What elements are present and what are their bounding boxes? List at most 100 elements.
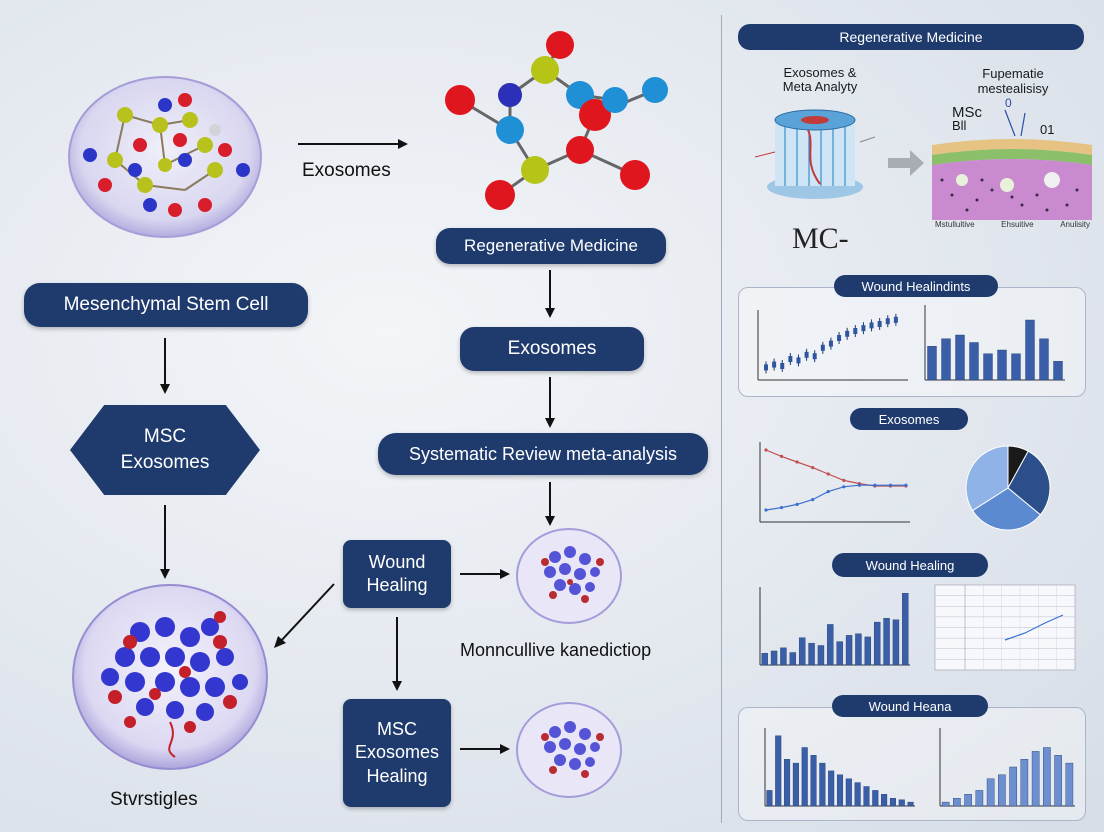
- p1-point: [869, 322, 874, 329]
- p1-bar-chart-bar: [1025, 319, 1035, 381]
- p4-bar-chart-left-bar: [801, 747, 808, 807]
- mesenchymal-stem-cell-node[interactable]: Mesenchymal Stem Cell: [24, 283, 308, 327]
- p4-bar-chart-right-bar: [1065, 762, 1074, 807]
- tissue-illustration: [932, 139, 1092, 220]
- p4-bar-chart-left-bar: [828, 770, 835, 807]
- panel3-charts: [759, 584, 1076, 671]
- molecule-top-middle: [445, 31, 668, 210]
- arrow-down-left-1: [160, 338, 170, 394]
- p1-point: [804, 351, 809, 358]
- arrow-down-middle: [392, 617, 402, 691]
- p1-bar-chart-bar: [1011, 353, 1021, 381]
- p4-bar-chart-left-bar: [907, 801, 914, 807]
- arrow-down-3: [545, 482, 555, 526]
- p4-bar-chart-left-bar: [889, 797, 896, 807]
- p2-series-line: [765, 449, 906, 487]
- p2-point: [857, 483, 861, 487]
- arrow-right-top: [298, 139, 408, 149]
- p2-point: [826, 472, 830, 476]
- p1-point: [845, 330, 850, 337]
- p4-bar-chart-left-bar: [845, 778, 852, 807]
- p1-bar-chart-bar: [941, 338, 951, 381]
- p2-point: [904, 483, 908, 487]
- p1-bar-chart-bar: [969, 342, 979, 381]
- p3-table-line: [1004, 614, 1064, 641]
- msc-label: MSc: [952, 104, 982, 121]
- p1-point: [788, 356, 793, 362]
- p3-bar-chart-bar: [817, 645, 825, 666]
- marker-01: 01: [1040, 122, 1055, 137]
- p4-bar-chart-right-bar: [964, 794, 972, 807]
- p1-point: [893, 316, 898, 323]
- arrow-right-middle: [460, 569, 510, 579]
- p4-bar-chart-left-bar: [898, 799, 905, 807]
- wound-healing-node[interactable]: Wound Healing: [343, 540, 451, 608]
- p4-bar-chart-right-bar: [1009, 766, 1017, 807]
- p1-point: [820, 344, 825, 351]
- exo-meta-title: Exosomes & Meta Analyty: [782, 65, 858, 95]
- panel4-title[interactable]: Wound Heana: [832, 695, 988, 717]
- p4-bar-chart-left-bar: [792, 762, 799, 807]
- p4-bar-chart-right-bar: [941, 801, 950, 807]
- p1-point: [764, 364, 768, 371]
- p4-bar-chart-right-bar: [1020, 759, 1029, 807]
- tissue-label-3: Anulisity: [1060, 220, 1090, 229]
- p3-bar-chart-bar: [770, 650, 778, 666]
- p4-bar-chart-right-bar: [953, 797, 961, 807]
- p3-bar-chart-bar: [761, 653, 768, 666]
- p2-point: [826, 490, 830, 494]
- p2-point: [764, 448, 768, 452]
- p2-point: [764, 508, 768, 512]
- p1-bar-chart-bar: [1053, 361, 1063, 381]
- p2-point: [795, 460, 799, 464]
- p4-bar-chart-left-bar: [810, 755, 817, 807]
- p1-point: [796, 357, 801, 364]
- p2-point: [779, 506, 784, 510]
- panel1-charts: [757, 305, 1065, 381]
- p4-bar-chart-right-bar: [1043, 747, 1051, 807]
- p1-bar-chart-bar: [1039, 338, 1049, 381]
- p2-point: [811, 466, 815, 470]
- p3-bar-chart-bar: [789, 652, 797, 666]
- arrow-grey-right: [888, 150, 924, 176]
- right-divider: [721, 15, 722, 823]
- p4-bar-chart-left-bar: [863, 786, 870, 807]
- msc-exosomes-node[interactable]: MSC Exosomes: [70, 405, 260, 495]
- p3-bar-chart-bar: [808, 642, 815, 666]
- mc-logo: MC-: [792, 222, 849, 255]
- p2-point: [842, 478, 846, 482]
- p2-point: [888, 483, 893, 487]
- arrow-down-2: [545, 377, 555, 428]
- right-header[interactable]: Regenerative Medicine: [738, 24, 1084, 50]
- regenerative-medicine-node[interactable]: Regenerative Medicine: [436, 228, 666, 264]
- systematic-review-node[interactable]: Systematic Review meta-analysis: [378, 433, 708, 475]
- p3-bar-chart-bar: [855, 633, 862, 666]
- molecule-cluster-top-left: [68, 76, 262, 238]
- panel1-title[interactable]: Wound Healindints: [834, 275, 998, 297]
- msc-exosomes-healing-node[interactable]: MSC Exosomes Healing: [343, 699, 451, 807]
- p4-bar-chart-left-bar: [854, 782, 861, 807]
- panel2-title[interactable]: Exosomes: [850, 408, 968, 430]
- p2-series-line: [765, 484, 906, 511]
- p3-bar-chart-bar: [873, 621, 881, 666]
- arrow-right-bottom: [460, 744, 510, 754]
- p1-point: [877, 321, 882, 327]
- p2-point: [842, 485, 846, 489]
- cell-bottom-middle: [516, 702, 622, 798]
- wound-healing-label: Wound Healing: [366, 551, 428, 595]
- bll-label: Bll: [952, 118, 967, 133]
- p3-bar-chart-bar: [845, 635, 853, 666]
- tissue-label-2: Ehsuitive: [1001, 220, 1034, 229]
- fup-title: Fupematie mestealisisy: [977, 66, 1049, 96]
- panel3-title[interactable]: Wound Healing: [832, 553, 988, 577]
- cell-bottom-left: [72, 584, 268, 770]
- panel2-charts: [759, 442, 1051, 531]
- exosomes-node[interactable]: Exosomes: [460, 327, 644, 371]
- tissue-label-1: Mstullultive: [935, 220, 975, 229]
- p1-point: [837, 335, 842, 341]
- p4-bar-chart-left-bar: [784, 759, 791, 807]
- msc-exosomes-label: MSC Exosomes: [120, 426, 210, 473]
- p2-pie-slice: [1007, 450, 1051, 516]
- pointer-arrows: [1004, 109, 1026, 137]
- p1-point: [853, 328, 858, 334]
